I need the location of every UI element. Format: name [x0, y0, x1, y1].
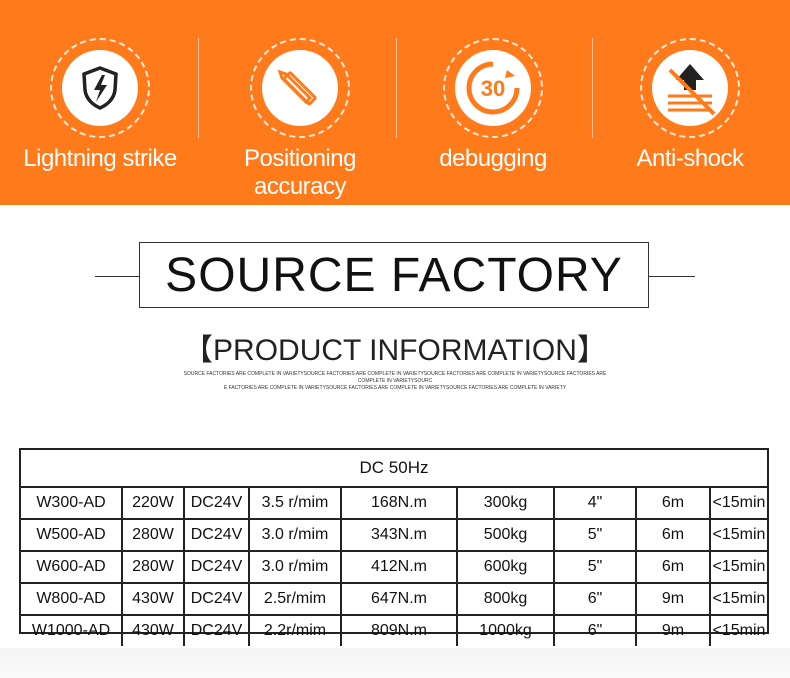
power-cell: 430W — [123, 616, 185, 646]
size-cell: 4" — [555, 488, 637, 518]
divider — [396, 38, 397, 138]
icon-ring — [250, 38, 350, 138]
torque-cell: 809N.m — [342, 616, 458, 646]
size-cell: 5" — [555, 552, 637, 582]
thirty-timer-icon: 30 — [466, 61, 520, 115]
voltage-cell: DC24V — [185, 584, 250, 614]
title-frame: SOURCE FACTORY — [139, 242, 649, 308]
load-cell: 500kg — [458, 520, 555, 550]
distance-cell: 6m — [637, 488, 711, 518]
speed-cell: 3.5 r/mim — [250, 488, 342, 518]
time-cell: <15min — [712, 494, 766, 511]
divider — [592, 38, 593, 138]
table-row: W1000-AD 430W DC24V 2.2r/mim 809N.m 1000… — [21, 616, 767, 646]
torque-cell: 343N.m — [342, 520, 458, 550]
power-cell: 220W — [123, 488, 185, 518]
feature-label: Lightning strike — [23, 145, 177, 172]
icon-ring — [50, 38, 150, 138]
feature-debugging: 30 debugging — [398, 0, 588, 205]
distance-cell: 6m — [637, 520, 711, 550]
pencil-ruler-icon — [277, 69, 317, 106]
size-cell: 6" — [555, 616, 637, 646]
distance-cell: 9m — [637, 584, 711, 614]
size-cell: 6" — [555, 584, 637, 614]
voltage-cell: DC24V — [185, 488, 250, 518]
power-cell: 430W — [123, 584, 185, 614]
model-cell: W300-AD — [21, 488, 123, 518]
table-row: W300-AD 220W DC24V 3.5 r/mim 168N.m 300k… — [21, 488, 767, 520]
table-header: DC 50Hz — [21, 450, 767, 488]
feature-banner: Lightning strike Positioning accuracy 30 — [0, 0, 790, 205]
feature-positioning-accuracy: Positioning accuracy — [205, 0, 395, 205]
fine-print-line: E FACTORIES ARE COMPLETE IN VARIETYSOURC… — [223, 385, 567, 391]
title-rule-left — [95, 276, 141, 277]
power-cell: 280W — [123, 552, 185, 582]
distance-cell: 9m — [637, 616, 711, 646]
model-cell: W1000-AD — [21, 616, 123, 646]
load-cell: 300kg — [458, 488, 555, 518]
feature-label: Anti-shock — [636, 145, 744, 172]
feature-label: debugging — [439, 145, 547, 172]
icon-ring: 30 — [443, 38, 543, 138]
speed-cell: 3.0 r/mim — [250, 520, 342, 550]
feature-anti-shock: Anti-shock — [595, 0, 785, 205]
spec-table: DC 50Hz W300-AD 220W DC24V 3.5 r/mim 168… — [19, 448, 769, 646]
distance-cell: 6m — [637, 552, 711, 582]
fine-print-line: SOURCE FACTORIES ARE COMPLETE IN VARIETY… — [183, 371, 607, 384]
load-cell: 1000kg — [458, 616, 555, 646]
divider — [198, 38, 199, 138]
speed-cell: 2.5r/mim — [250, 584, 342, 614]
speed-cell: 3.0 r/mim — [250, 552, 342, 582]
load-cell: 600kg — [458, 552, 555, 582]
section-subtitle: 【PRODUCT INFORMATION】 — [183, 334, 607, 367]
speed-cell: 2.2r/mim — [250, 616, 342, 646]
time-cell: <15min — [712, 526, 766, 543]
voltage-cell: DC24V — [185, 552, 250, 582]
torque-cell: 647N.m — [342, 584, 458, 614]
anti-shock-icon — [668, 64, 716, 116]
table-row: W500-AD 280W DC24V 3.0 r/mim 343N.m 500k… — [21, 520, 767, 552]
time-cell: <15min — [712, 590, 766, 607]
footer-strip — [0, 648, 790, 678]
title-rule-right — [647, 276, 695, 277]
page-title: SOURCE FACTORY — [165, 248, 623, 302]
model-cell: W600-AD — [21, 552, 123, 582]
table-row: W800-AD 430W DC24V 2.5r/mim 647N.m 800kg… — [21, 584, 767, 616]
table-row: W600-AD 280W DC24V 3.0 r/mim 412N.m 600k… — [21, 552, 767, 584]
model-cell: W800-AD — [21, 584, 123, 614]
model-cell: W500-AD — [21, 520, 123, 550]
size-cell: 5" — [555, 520, 637, 550]
feature-lightning-strike: Lightning strike — [5, 0, 195, 205]
svg-text:30: 30 — [481, 76, 505, 101]
power-cell: 280W — [123, 520, 185, 550]
time-cell: <15min — [712, 558, 766, 575]
time-cell: <15min — [712, 622, 766, 639]
section-title: SOURCE FACTORY — [95, 242, 695, 312]
torque-cell: 168N.m — [342, 488, 458, 518]
lightning-shield-icon — [82, 66, 118, 110]
voltage-cell: DC24V — [185, 616, 250, 646]
feature-label: Positioning accuracy — [244, 145, 356, 200]
torque-cell: 412N.m — [342, 552, 458, 582]
load-cell: 800kg — [458, 584, 555, 614]
voltage-cell: DC24V — [185, 520, 250, 550]
icon-ring — [640, 38, 740, 138]
fine-print: SOURCE FACTORIES ARE COMPLETE IN VARIETY… — [180, 371, 610, 392]
